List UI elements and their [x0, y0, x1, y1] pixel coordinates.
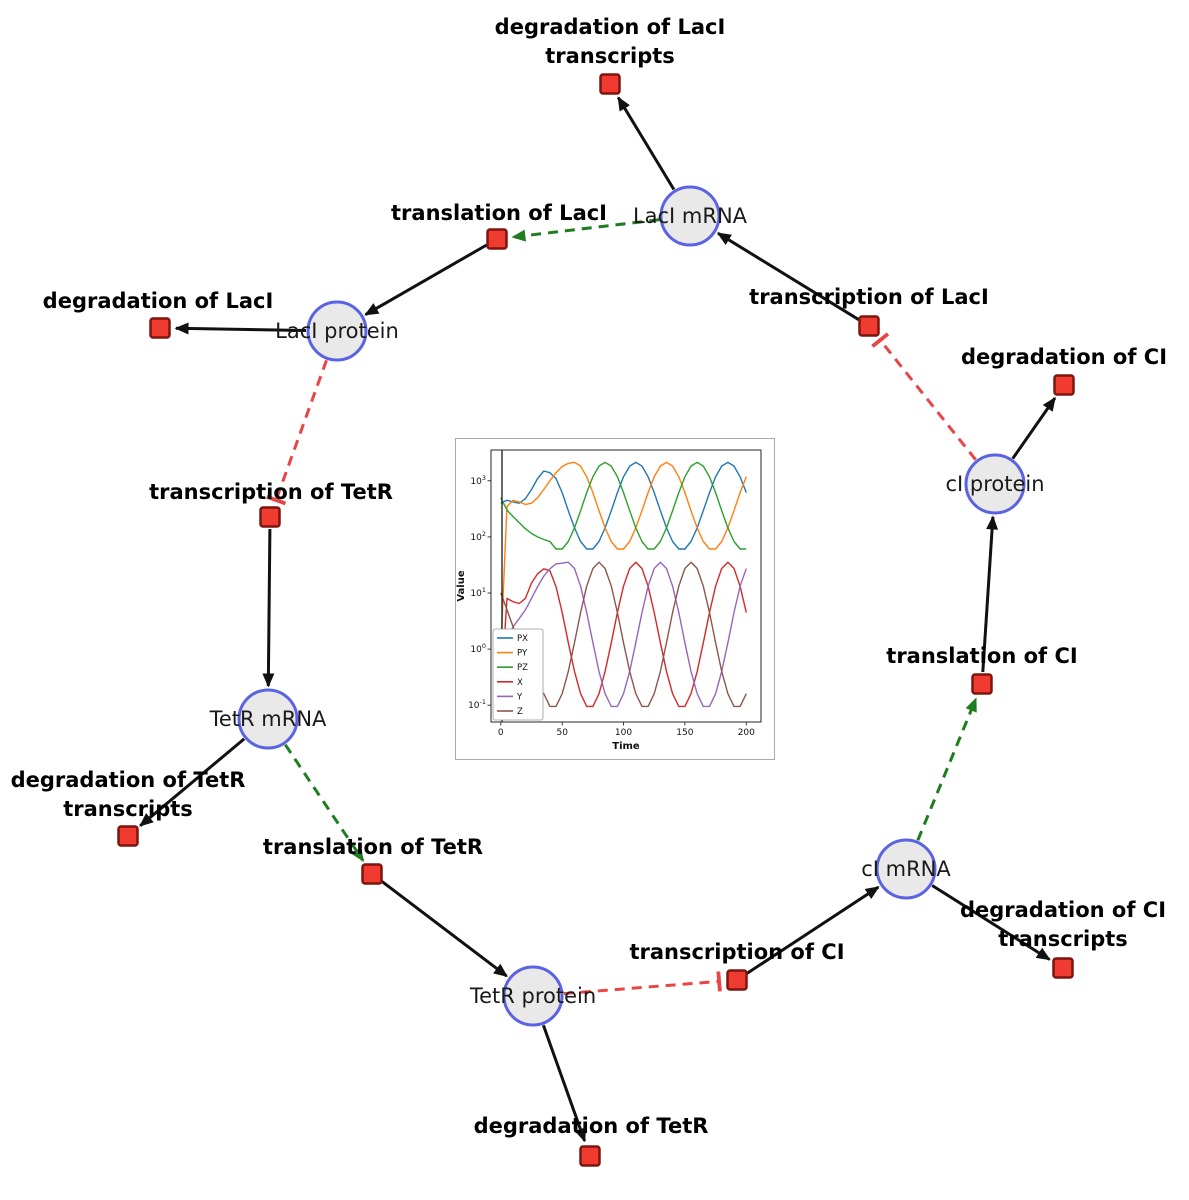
chart-y-tick-base: 10 [470, 533, 482, 543]
edge-production-transl-ci-ci-protein [981, 515, 999, 673]
species-node-ci-protein [964, 453, 1026, 515]
reaction-node-transcr-ci [726, 969, 748, 991]
chart-x-tick-label: 150 [676, 728, 693, 738]
chart-legend-label-pz: PZ [517, 663, 528, 673]
chart-x-axis-label: Time [612, 741, 640, 752]
reaction-node-deg-tetr-tx [117, 825, 139, 847]
species-label-laci-protein: LacI protein [275, 319, 399, 343]
chart-y-tick-exponent: 0 [482, 642, 486, 650]
chart-series-py-line [500, 461, 747, 650]
chart-legend-label-z: Z [517, 707, 523, 717]
reaction-node-transl-tetr [361, 863, 383, 885]
reaction-node-transl-ci [971, 673, 993, 695]
reaction-node-deg-laci-tx [599, 73, 621, 95]
chart-y-tick-label: 100 [470, 642, 486, 655]
reaction-label-deg-tetr-tx-line-1: transcripts [63, 797, 193, 821]
chart-series-pz-line [500, 461, 747, 550]
species-label-ci-protein: cI protein [945, 472, 1044, 496]
edge-modifier-tetr-mrna-transl-tetr [284, 743, 365, 862]
reaction-node-deg-ci [1053, 374, 1075, 396]
chart-legend-label-x: X [517, 678, 523, 688]
chart-series-y-line [500, 561, 747, 708]
chart-legend-label-px: PX [517, 634, 528, 644]
edge-consumption-ci-protein-deg-ci [1011, 396, 1057, 460]
reaction-label-transcr-laci-line-0: transcription of LacI [749, 285, 989, 309]
edge-consumption-tetr-protein-deg-tetr [541, 1024, 587, 1143]
reaction-node-deg-ci-tx [1052, 957, 1074, 979]
edges-layer [139, 96, 1057, 1143]
chart-x-tick-label: 200 [738, 728, 755, 738]
reaction-label-deg-ci-tx-line-0: degradation of CI [960, 898, 1166, 922]
reaction-label-deg-tetr-line-0: degradation of TetR [474, 1114, 709, 1138]
reaction-label-transl-ci-line-0: translation of CI [886, 644, 1077, 668]
reaction-label-deg-ci-line-0: degradation of CI [961, 345, 1167, 369]
reaction-label-deg-laci-tx-line-1: transcripts [545, 44, 675, 68]
chart-legend-label-y: Y [516, 692, 523, 702]
reaction-node-transl-laci [486, 228, 508, 250]
chart-axes-box [490, 449, 762, 723]
edge-production-transl-laci-laci-protein [364, 243, 488, 316]
edge-production-transcr-tetr-tetr-mrna [262, 528, 275, 688]
edge-consumption-ci-mrna-deg-ci-tx [931, 884, 1051, 961]
edge-consumption-laci-protein-deg-laci [174, 322, 307, 335]
species-node-laci-protein [306, 300, 368, 362]
edge-inhibition-tetr-protein-transcr-ci [563, 971, 722, 996]
reaction-label-transcr-ci-line-0: transcription of CI [629, 940, 844, 964]
chart-y-tick-exponent: 1 [482, 586, 486, 594]
reaction-node-transcr-laci [858, 315, 880, 337]
chart-y-tick-base: 10 [468, 701, 480, 711]
nodes-layer [117, 73, 1075, 1167]
chart-x-tick-label: 100 [615, 728, 632, 738]
species-node-tetr-mrna [237, 688, 299, 750]
edge-consumption-tetr-mrna-deg-tetr-tx [139, 737, 246, 827]
species-label-laci-mrna: LacI mRNA [633, 204, 748, 228]
chart-x-tick-label: 50 [556, 728, 568, 738]
species-label-tetr-protein: TetR protein [469, 984, 596, 1008]
chart-series-px-line [500, 461, 747, 550]
edge-modifier-ci-mrna-transl-ci [916, 697, 978, 841]
species-label-tetr-mrna: TetR mRNA [209, 707, 327, 731]
reaction-node-deg-tetr [579, 1145, 601, 1167]
chart-y-tick-exponent: 2 [482, 530, 486, 538]
edge-production-transcr-ci-ci-mrna [746, 885, 880, 975]
chart-y-tick-label: 101 [470, 586, 486, 599]
chart-legend-label-py: PY [517, 649, 528, 659]
chart-y-tick-base: 10 [470, 645, 482, 655]
chart-y-tick-exponent: -1 [480, 698, 486, 706]
reaction-node-deg-laci [149, 317, 171, 339]
reaction-label-deg-laci-line-0: degradation of LacI [43, 289, 274, 313]
reaction-node-transcr-tetr [259, 506, 281, 528]
chart-y-tick-label: 103 [470, 474, 486, 487]
edge-inhibition-laci-protein-transcr-tetr [266, 359, 328, 506]
species-node-tetr-protein [502, 965, 564, 1027]
reaction-label-transcr-tetr-line-0: transcription of TetR [149, 480, 393, 504]
species-node-laci-mrna [659, 185, 721, 247]
edge-production-transl-tetr-tetr-protein [380, 880, 508, 978]
chart-y-tick-exponent: 3 [482, 474, 486, 482]
chart-y-tick-label: 102 [470, 530, 486, 543]
edge-modifier-laci-mrna-transl-laci [511, 218, 660, 242]
edge-production-transcr-laci-laci-mrna [716, 232, 860, 321]
chart-legend-box [492, 628, 544, 721]
chart-y-axis-label: Value [456, 570, 467, 601]
reaction-label-transl-tetr-line-0: translation of TetR [263, 835, 483, 859]
reaction-label-deg-tetr-tx-line-0: degradation of TetR [11, 768, 246, 792]
edge-consumption-laci-mrna-deg-laci-tx [617, 96, 676, 191]
chart-x-tick-label: 0 [498, 728, 504, 738]
chart-y-tick-base: 10 [470, 589, 482, 599]
chart-y-tick-label: 10-1 [468, 698, 486, 711]
edge-inhibition-ci-protein-transcr-laci [871, 332, 977, 461]
reaction-label-deg-ci-tx-line-1: transcripts [998, 927, 1128, 951]
species-label-ci-mrna: cI mRNA [861, 857, 951, 881]
reaction-label-transl-laci-line-0: translation of LacI [391, 201, 607, 225]
chart-series-x-line [500, 561, 747, 708]
chart-y-tick-base: 10 [470, 477, 482, 487]
reaction-label-deg-laci-tx-line-0: degradation of LacI [495, 15, 726, 39]
species-node-ci-mrna [875, 838, 937, 900]
